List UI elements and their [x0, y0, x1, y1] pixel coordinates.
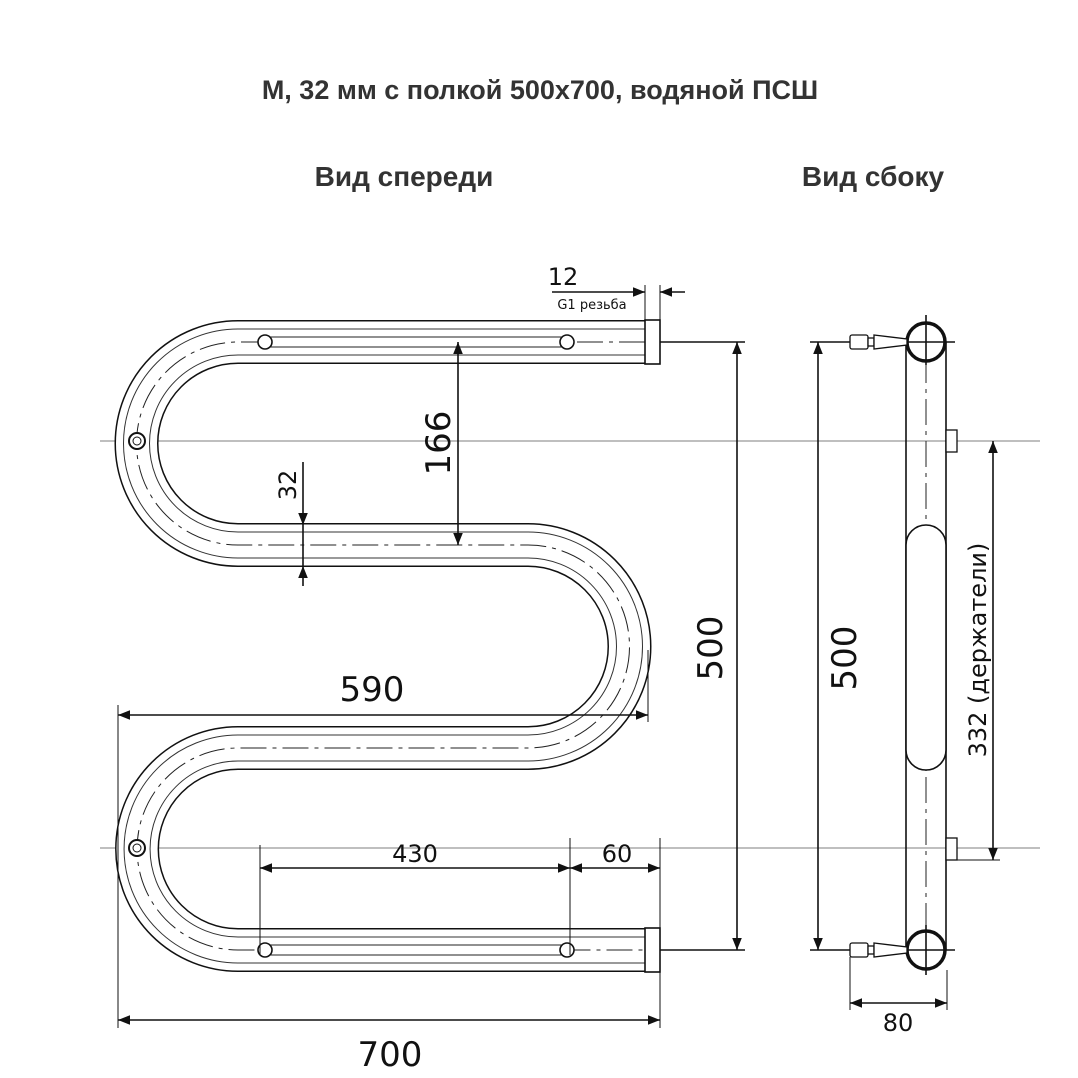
thread-end-bottom [644, 927, 661, 973]
shelf-length-label: 430 [392, 840, 438, 868]
holder-upper [945, 429, 958, 453]
front-view-label: Вид спереди [315, 161, 494, 192]
total-width-label: 700 [358, 1035, 423, 1075]
dim-pitch: 166 [419, 342, 463, 545]
front-height-label: 500 [691, 616, 731, 681]
pipe-diameter-label: 32 [274, 470, 302, 501]
thread-width-label: 12 [548, 263, 579, 291]
shelf-offset-label: 60 [602, 840, 633, 868]
dim-holders: 332 (держатели) [957, 441, 1000, 861]
side-height-label: 500 [825, 626, 865, 691]
thread-end-top [644, 319, 661, 365]
inner-width-label: 590 [340, 670, 405, 710]
dim-inner-width: 590 [117, 650, 649, 1028]
dim-total-width: 700 [118, 1015, 660, 1075]
dim-shelf: 430 60 [259, 838, 661, 1028]
holder-lower [945, 837, 958, 861]
holders-label: 332 (держатели) [964, 543, 992, 758]
fitting-bottom [849, 942, 908, 958]
side-view-pipe [810, 315, 958, 975]
holder-points [128, 432, 146, 857]
dim-depth: 80 [849, 957, 948, 1037]
dim-height-front: 500 [691, 342, 742, 950]
pitch-label: 166 [419, 411, 459, 476]
thread-note: G1 резьба [557, 298, 626, 313]
dim-height-side: 500 [813, 342, 865, 950]
fitting-top [849, 334, 908, 350]
side-view-label: Вид сбоку [802, 161, 945, 192]
shelf [257, 334, 575, 958]
drawing-title: М, 32 мм с полкой 500x700, водяной ПСШ [262, 75, 818, 105]
shelf-slot [905, 524, 947, 771]
dim-thread: 12 G1 резьба [548, 263, 685, 320]
dim-pipe-diameter: 32 [274, 462, 308, 586]
depth-label: 80 [883, 1009, 914, 1037]
